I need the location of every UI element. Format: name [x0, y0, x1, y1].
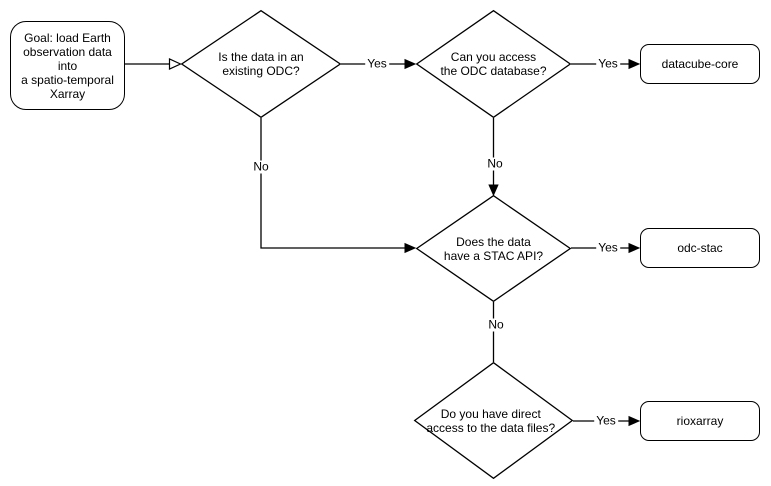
node-decision-access-odc-db: Can you access the ODC database?	[415, 9, 572, 119]
connector-existing-odc-no	[260, 118, 417, 254]
edge-label-stac-yes: Yes	[596, 240, 620, 255]
node-result-rioxarray-label: rioxarray	[676, 414, 724, 428]
arrowhead-icon	[628, 58, 641, 70]
node-decision-direct-access-label: Do you have direct access to the data fi…	[426, 406, 556, 435]
edge-label-existing-odc-no: No	[251, 159, 271, 174]
arrowhead-icon	[404, 242, 417, 254]
node-result-datacube-core: datacube-core	[640, 44, 760, 84]
node-decision-direct-access: Do you have direct access to the data fi…	[413, 361, 574, 480]
connector-access-db-no	[488, 118, 499, 197]
arrowhead-icon	[628, 242, 641, 254]
node-result-rioxarray: rioxarray	[640, 401, 760, 441]
connector-start-to-existing-odc	[125, 57, 182, 71]
node-goal-label: Goal: load Earth observation data into a…	[21, 30, 114, 101]
node-goal: Goal: load Earth observation data into a…	[10, 21, 125, 110]
node-decision-stac-api: Does the data have a STAC API?	[415, 194, 572, 303]
edge-label-existing-odc-yes: Yes	[365, 56, 389, 71]
node-result-datacube-core-label: datacube-core	[661, 57, 739, 71]
diamond-shape	[413, 361, 574, 480]
arrowhead-icon	[628, 415, 641, 427]
diamond-shape	[415, 9, 572, 119]
diamond-shape	[180, 9, 342, 119]
edge-label-access-db-no: No	[485, 156, 505, 171]
node-decision-existing-odc-label: Is the data in an existing ODC?	[218, 50, 304, 78]
arrowhead-icon	[404, 58, 417, 70]
edge-label-stac-no: No	[486, 317, 506, 332]
node-decision-access-odc-db-label: Can you access the ODC database?	[440, 50, 547, 78]
edge-label-direct-yes: Yes	[594, 413, 618, 428]
arrowhead-icon	[488, 184, 499, 197]
node-decision-stac-api-label: Does the data have a STAC API?	[443, 234, 544, 263]
node-decision-existing-odc: Is the data in an existing ODC?	[180, 9, 342, 119]
diamond-shape	[415, 194, 572, 303]
node-result-odc-stac: odc-stac	[640, 228, 760, 268]
node-result-odc-stac-label: odc-stac	[677, 241, 723, 255]
edge-label-access-db-yes: Yes	[596, 56, 620, 71]
open-arrowhead-icon	[168, 57, 182, 71]
